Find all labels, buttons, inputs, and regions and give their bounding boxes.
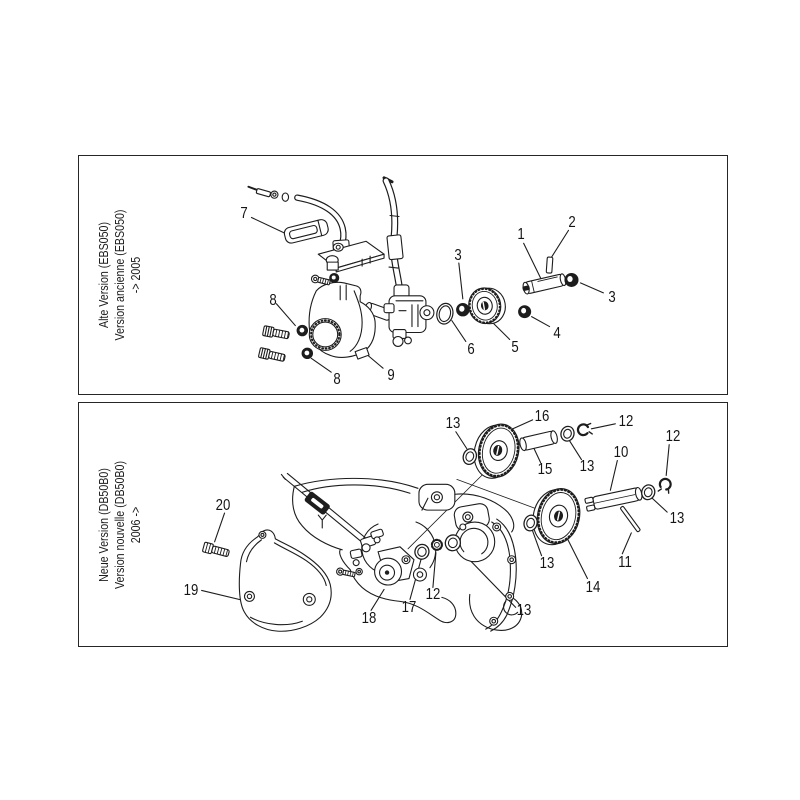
part-bolt-8b: [258, 347, 286, 362]
callout-number-2: 2: [568, 214, 576, 231]
part-pin-2: [545, 256, 554, 274]
part-bolt-8a: [262, 325, 290, 340]
callout-number-7: 7: [240, 205, 248, 222]
callout-layer-old: 7 8 8 9 6 3 5 1 2 3 4: [79, 156, 727, 394]
part-gear-14: [532, 488, 581, 546]
part-pump-body: [383, 284, 435, 347]
callout-number-16: 16: [534, 408, 550, 425]
panel-new-label: Neue Version (DB50B0) Version nouvelle (…: [96, 461, 144, 589]
part-engine-case: [292, 477, 523, 632]
callout-number-3: 3: [454, 247, 462, 264]
callout-number-13: 13: [539, 555, 555, 572]
callout-number-19: 19: [183, 582, 199, 599]
callout-number-11: 11: [618, 554, 632, 571]
part-washer-17: [414, 543, 430, 560]
part-nut-3b: [564, 272, 579, 287]
part-washer-13a: [444, 534, 462, 552]
part-small-washer: [329, 272, 340, 283]
panel-new-label-line1: Neue Version (DB50B0): [96, 467, 111, 582]
diagram-old-version: [247, 176, 604, 373]
diagram-new-version: [201, 419, 672, 632]
part-pin-11: [620, 506, 641, 533]
callout-number-13: 13: [669, 510, 685, 527]
part-washer-13c: [560, 425, 575, 442]
part-boot-7: [283, 219, 329, 244]
callout-number-12: 12: [618, 413, 634, 430]
callout-number-20: 20: [215, 497, 231, 514]
callout-number-8: 8: [333, 371, 341, 388]
leader-lines-old: [250, 216, 604, 373]
callout-number-10: 10: [613, 444, 629, 461]
callout-number-13: 13: [516, 602, 532, 619]
panel-new-label-line2: Version nouvelle (DB50B0): [112, 460, 127, 589]
panel-old-label-line3: -> 2005: [128, 256, 143, 294]
callout-number-1: 1: [517, 226, 525, 243]
part-shaft-1: [522, 273, 567, 295]
part-pump-18: [336, 528, 415, 586]
callout-number-5: 5: [511, 339, 519, 356]
part-pump-rods: [280, 472, 370, 546]
panel-new-version: 20 19 18 17 12 13 13 16 15 13 12 14 13 10 11 13 12 Neue …: [78, 402, 728, 647]
panel-old-version: 7 8 8 9 6 3 5 1 2 3 4 Alte Version (EBS050) Versio…: [78, 155, 728, 395]
callout-number-4: 4: [553, 325, 561, 342]
callout-number-13: 13: [445, 415, 461, 432]
callout-number-14: 14: [585, 579, 601, 596]
part-washer-13d: [523, 514, 538, 532]
panel-old-label-line2: Version ancienne (EBS050): [112, 209, 127, 341]
callout-number-9: 9: [387, 367, 395, 384]
part-oil-tube: [382, 176, 404, 299]
part-plate: [317, 240, 385, 273]
part-washer-8b: [301, 347, 314, 360]
callout-number-13: 13: [579, 458, 595, 475]
part-gear-5: [468, 287, 506, 325]
part-circlip-12b: [576, 422, 593, 437]
part-washer-13e: [641, 484, 656, 501]
panel-old-label-line1: Alte Version (EBS050): [96, 221, 111, 329]
callout-number-18: 18: [361, 610, 377, 627]
part-shaft-10: [584, 486, 643, 512]
part-cover-19: [238, 529, 332, 632]
callout-number-3: 3: [608, 289, 616, 306]
part-washer-13b: [462, 448, 478, 466]
part-small-bolt: [310, 274, 331, 286]
panel-old-label: Alte Version (EBS050) Version ancienne (…: [96, 210, 144, 341]
callout-number-8: 8: [269, 292, 277, 309]
part-bolt-20: [202, 541, 230, 557]
callout-number-15: 15: [537, 461, 553, 478]
part-circlip-12a: [430, 538, 443, 551]
part-oring-6: [436, 302, 454, 325]
callout-number-12: 12: [425, 586, 441, 603]
part-gear-16: [473, 423, 520, 479]
part-nut-4: [518, 305, 532, 319]
callout-number-6: 6: [467, 341, 475, 358]
panel-new-label-line3: 2006 ->: [128, 506, 143, 543]
part-circlip-12c: [657, 477, 672, 494]
callout-layer-new: 20 19 18 17 12 13 13 16 15 13 12 14 13 10 11 13 12: [79, 403, 727, 646]
part-washer-8a: [296, 324, 309, 337]
callout-number-17: 17: [401, 599, 417, 616]
part-shaft-15: [519, 430, 558, 452]
callout-number-12: 12: [665, 428, 681, 445]
part-bracket-9: [308, 281, 376, 360]
